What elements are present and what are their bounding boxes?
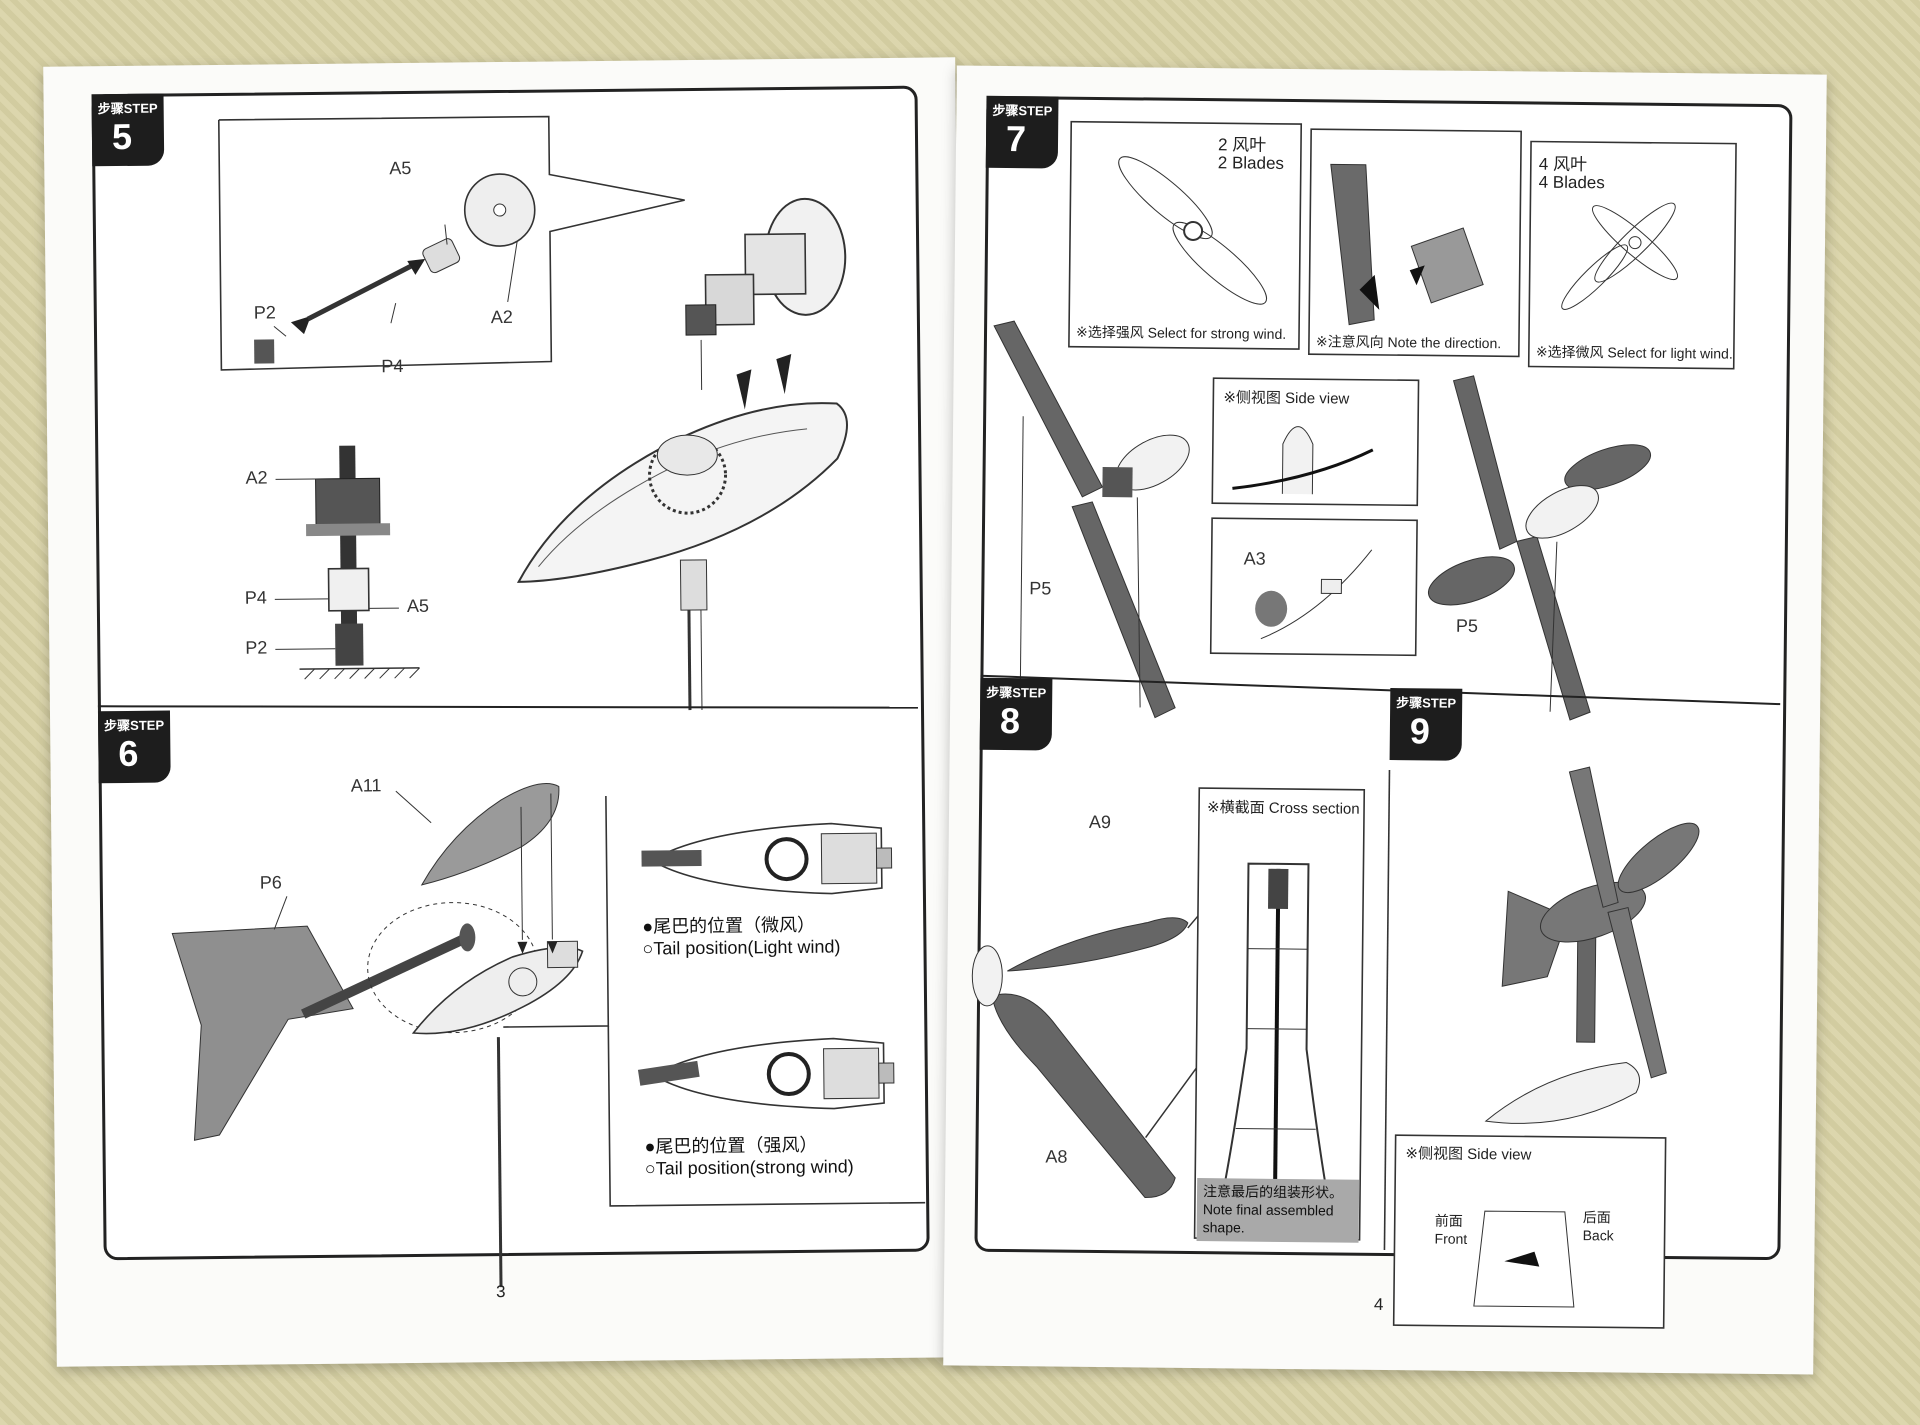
back-en: Back <box>1582 1227 1614 1244</box>
step7-side-view: ※侧视图 Side view <box>1223 389 1350 408</box>
assembly-note: 注意最后的组装形状。 Note final assembled shape. <box>1196 1178 1360 1243</box>
part-label-p5-right: P5 <box>1455 615 1479 636</box>
part-label-a8: A8 <box>1045 1146 1068 1167</box>
assembly-note-en: Note final assembled shape. <box>1202 1201 1334 1236</box>
step-number: 7 <box>1005 118 1027 160</box>
four-blades-caption: ※选择微风 Select for light wind. <box>1535 343 1733 362</box>
step-label: 步骤STEP <box>1396 695 1457 711</box>
part-label-a2: A2 <box>490 306 513 328</box>
four-blades-en: 4 Blades <box>1538 172 1605 193</box>
step-6-badge: 步骤STEP 6 <box>97 710 171 784</box>
tail-strong-cn: ●尾巴的位置（强风） <box>644 1134 818 1157</box>
manual-page-left: 步骤STEP 5 <box>43 57 969 1367</box>
right-page-drawings <box>971 120 1781 1329</box>
two-blades-en: 2 Blades <box>1217 153 1285 173</box>
step-number: 9 <box>1409 710 1431 752</box>
step-9-badge: 步骤STEP 9 <box>1389 688 1463 761</box>
detail-label-p4: P4 <box>244 587 267 608</box>
tail-strong-en: ○Tail position(strong wind) <box>644 1156 854 1179</box>
back-cn: 后面 <box>1582 1209 1611 1226</box>
part-label-a9: A9 <box>1088 811 1112 833</box>
tail-light-en: ○Tail position(Light wind) <box>642 936 841 959</box>
part-label-p6: P6 <box>259 872 282 893</box>
step-number: 6 <box>118 732 139 775</box>
four-blades-cn: 4 风叶 <box>1538 154 1588 175</box>
tail-light-cn: ●尾巴的位置（微风） <box>642 914 816 937</box>
part-label-p4: P4 <box>381 356 404 377</box>
step-8-badge: 步骤STEP 8 <box>979 677 1053 751</box>
part-label-p5-left: P5 <box>1029 578 1052 599</box>
part-label-a3: A3 <box>1243 548 1266 569</box>
part-label-p2: P2 <box>253 302 276 323</box>
step9-side-view: ※侧视图 Side view <box>1405 1145 1532 1164</box>
two-blades-caption: ※选择强风 Select for strong wind. <box>1075 323 1287 342</box>
manual-page-right: 步骤STEP 7 2 风叶 2 Blades ※选择强风 Select for … <box>943 65 1827 1375</box>
step-label: 步骤STEP <box>992 102 1053 119</box>
step-label: 步骤STEP <box>104 717 165 734</box>
assembly-note-cn: 注意最后的组装形状。 <box>1202 1183 1344 1201</box>
cross-section-label: ※横截面 Cross section <box>1206 799 1360 818</box>
front-en: Front <box>1434 1230 1468 1247</box>
detail-label-a5: A5 <box>406 595 430 617</box>
direction-caption: ※注意风向 Note the direction. <box>1315 333 1502 352</box>
step-5-exploded-box <box>97 115 926 1288</box>
part-label-a11: A11 <box>350 775 382 796</box>
detail-label-p2: P2 <box>245 637 268 658</box>
two-blades-cn: 2 风叶 <box>1217 135 1267 155</box>
step-number: 8 <box>999 699 1021 742</box>
step-label: 步骤STEP <box>986 684 1047 701</box>
page-number: 4 <box>1373 1294 1384 1315</box>
part-label-a5: A5 <box>389 157 412 179</box>
detail-label-a2: A2 <box>245 467 268 488</box>
step-7-badge: 步骤STEP 7 <box>985 95 1059 169</box>
front-cn: 前面 <box>1434 1212 1463 1229</box>
page-number: 3 <box>495 1282 506 1302</box>
